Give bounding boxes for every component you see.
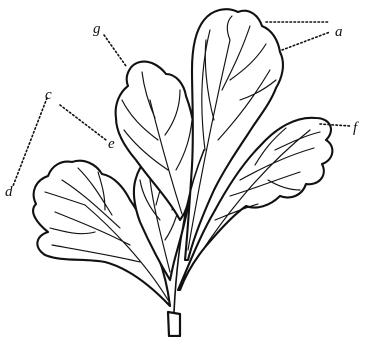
label-c: c bbox=[45, 87, 52, 103]
leaflet-top bbox=[185, 9, 283, 260]
leader-line-g bbox=[104, 35, 126, 66]
label-e: e bbox=[108, 136, 115, 152]
leaf-stem bbox=[168, 312, 180, 336]
label-a: a bbox=[335, 24, 343, 40]
leader-line-e bbox=[60, 105, 106, 140]
leader-line-a-lower bbox=[282, 32, 330, 50]
label-g: g bbox=[93, 21, 101, 37]
label-f: f bbox=[353, 120, 359, 136]
label-d: d bbox=[5, 184, 13, 200]
leader-line-d bbox=[13, 98, 47, 186]
